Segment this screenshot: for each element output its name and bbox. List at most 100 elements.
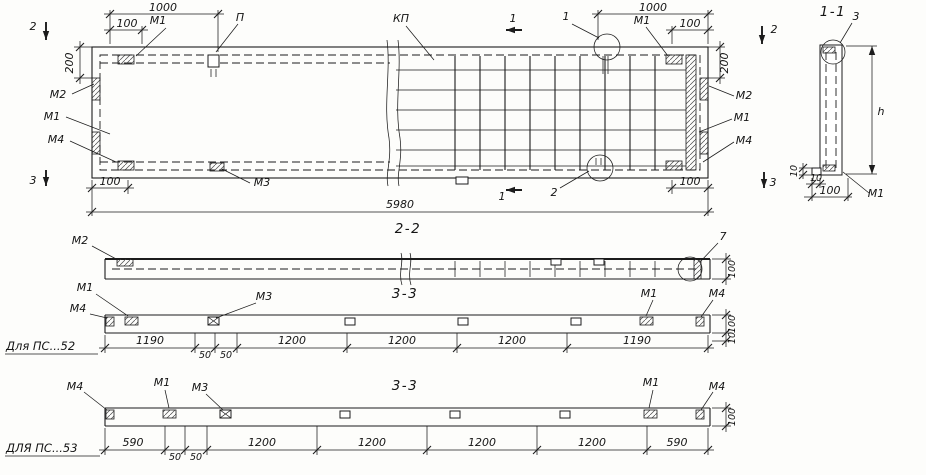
end-channel-right (685, 54, 697, 171)
detail-callout-1: 1 (563, 10, 570, 23)
dim-33a-seg3: 1200 (388, 334, 416, 347)
dim-33a-off2: 50 (220, 350, 232, 361)
detail-circle-bottom (586, 154, 614, 182)
anchor-loop-marks (210, 56, 609, 165)
m2-plate-right (699, 77, 709, 101)
cut-mark-3-left: 3 (30, 174, 37, 187)
m2-item-2-2 (116, 258, 134, 267)
section-3-3-ps52-view: 3-3 М1 М4 М3 М1 М4 1190 50 50 1200 1200 (5, 281, 738, 361)
dim-33b-seg6: 590 (667, 436, 688, 449)
section-3-3-ps53-view: 3-3 М4 М1 М3 М1 М4 590 50 50 1200 1200 (5, 376, 738, 463)
dim-33b-100: 100 (727, 408, 738, 426)
m1-item-33b-left (162, 409, 177, 419)
label-m3-bottom: М3 (254, 176, 271, 189)
m1-item-33b-right (643, 409, 658, 419)
dim-100-bottom-right: 100 (680, 175, 701, 188)
dim-33b-seg4: 1200 (468, 436, 496, 449)
m4-item-33b-right (695, 409, 705, 420)
anchor-item-2-2-a (550, 258, 562, 266)
leaders-33a (89, 293, 714, 319)
dim-5980-overall: 5980 (386, 198, 414, 211)
m1-plate-section-top (822, 46, 836, 54)
m1-plate-section-bottom (822, 164, 836, 172)
insert-33b-1 (339, 410, 351, 419)
dimension-lines-33b (99, 402, 727, 451)
dim-33a-off1: 50 (199, 350, 211, 361)
label-m3-33b: М3 (192, 381, 209, 394)
panel-inner-dashed (99, 54, 701, 171)
m4-plate-right (699, 131, 709, 155)
detail-circle-7 (677, 256, 703, 282)
dim-100-2-2: 100 (727, 260, 738, 278)
section-2-2-view: 2-2 М2 7 100 (72, 221, 738, 286)
label-m1-33a-right: М1 (641, 287, 658, 300)
longitudinal-rebar-dashed (100, 62, 390, 163)
label-m2-2-2: М2 (72, 234, 89, 247)
label-m4-33a-left: М4 (70, 302, 87, 315)
extension-lines-33a (104, 314, 731, 353)
leaders-33b (83, 389, 714, 411)
dim-10-side: 10 (789, 165, 800, 177)
insert-33b-3 (559, 410, 571, 419)
plan-dimension-ticks (75, 9, 725, 217)
m3-item-plan (209, 162, 225, 172)
detail-circle-3 (820, 39, 846, 65)
cut-mark-3-right: 3 (770, 176, 777, 189)
dim-33b-seg3: 1200 (358, 436, 386, 449)
m4-plate-left (91, 131, 101, 155)
strip-33b-outline (104, 407, 711, 427)
cut-mark-1-top: 1 (510, 12, 517, 25)
end-channel-2-2 (693, 258, 702, 280)
dim-33a-seg5: 1190 (623, 334, 651, 347)
view-title-3-3-b: 3-3 (392, 378, 419, 394)
insert-33a-1 (344, 317, 356, 326)
dim-ticks-33b (100, 403, 731, 455)
mesh-horizontal-bars (396, 69, 686, 167)
label-m4-left: М4 (48, 133, 65, 146)
label-m4-33b-left: М4 (67, 380, 84, 393)
dim-10-bottom: 10 (810, 173, 822, 184)
section-1-1-body (819, 44, 843, 176)
section-1-1-foot (811, 167, 822, 176)
m1-plate-top-right (665, 54, 683, 65)
label-m1-section: М1 (868, 187, 885, 200)
cut-mark-2-left: 2 (30, 20, 37, 33)
m3-item-33b-cross (219, 409, 232, 419)
dim-1000-top-right: 1000 (639, 1, 667, 14)
label-m1-right: М1 (734, 111, 751, 124)
section-1-1-leaders (839, 22, 870, 194)
plan-dimension-lines (79, 13, 721, 213)
insert-33b-2 (449, 410, 461, 419)
view-title-2-2: 2-2 (395, 221, 422, 237)
detail-circle-top (593, 33, 621, 61)
dim-33b-seg2: 1200 (248, 436, 276, 449)
label-m2-right: М2 (736, 89, 753, 102)
m4-item-33a-left (105, 316, 115, 327)
cut-mark-2-right: 2 (771, 23, 778, 36)
label-m1-33a-left: М1 (77, 281, 94, 294)
section-1-1-extension-lines (799, 45, 877, 201)
dim-33b-off1: 50 (169, 452, 181, 463)
leaders-2-2 (91, 242, 719, 263)
detail-callout-7: 7 (720, 230, 727, 243)
insert-33a-2 (457, 317, 469, 326)
strip-33a-outline (104, 314, 711, 334)
dim-h: h (878, 105, 885, 118)
m1-plate-bottom-right (665, 160, 683, 171)
extension-lines-33b (104, 407, 731, 455)
cut-mark-1-bottom: 1 (499, 190, 506, 203)
dim-33a-seg1: 1190 (136, 334, 164, 347)
section-1-1-inner-dashed (825, 52, 837, 168)
dim-200-left: 200 (63, 53, 76, 74)
p-channel-item (207, 54, 220, 68)
detail-callout-2: 2 (551, 186, 558, 199)
label-m4-33a-right: М4 (709, 287, 726, 300)
m1-plate-top-left (117, 54, 135, 65)
plan-extension-lines (74, 10, 725, 216)
dim-100-bottom-left: 100 (100, 175, 121, 188)
mesh-ticks-2-2 (454, 261, 656, 277)
dim-100-bottom: 100 (820, 184, 841, 197)
dim-100-top-left: 100 (117, 17, 138, 30)
